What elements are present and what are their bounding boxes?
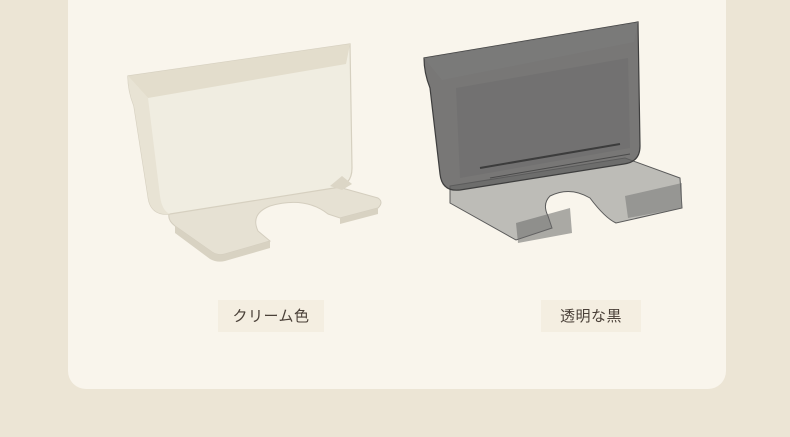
variant-label-cream: クリーム色 [218, 300, 324, 332]
smoke-holder-image [420, 18, 690, 248]
variant-label-smoke: 透明な黒 [541, 300, 641, 332]
cream-holder-image [120, 36, 390, 266]
